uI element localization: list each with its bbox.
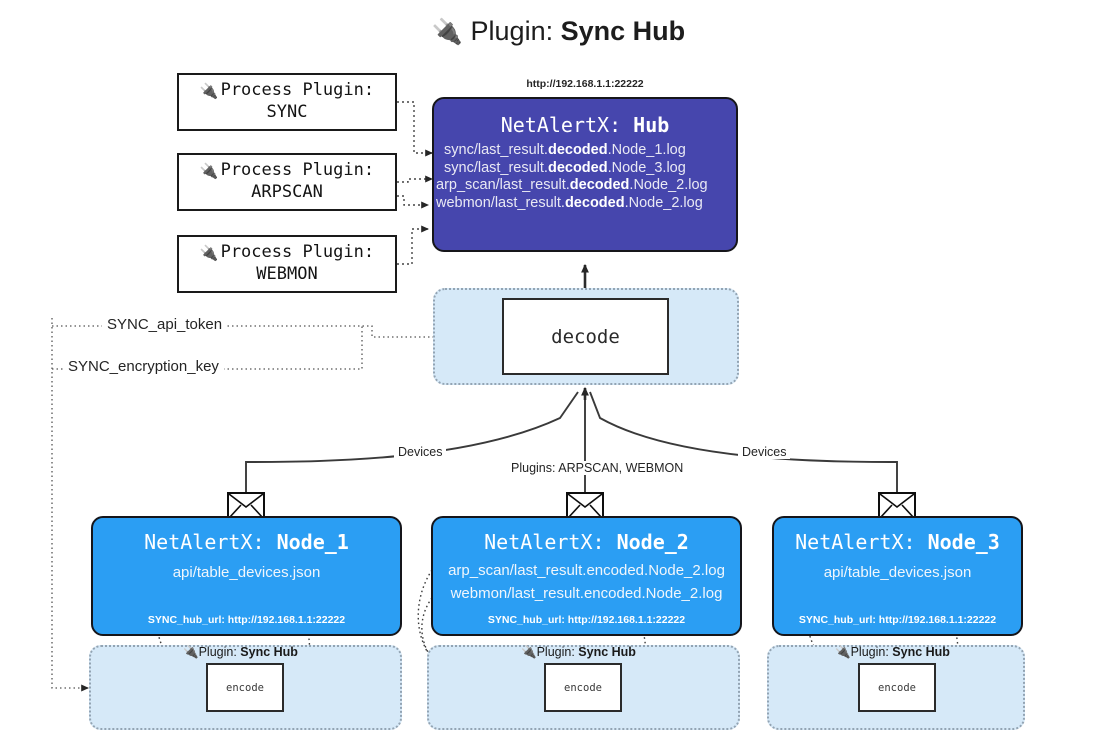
encode-box-2[interactable]: encode <box>544 663 622 712</box>
encode-label: encode <box>564 681 602 694</box>
hub-log-line: sync/last_result.decoded.Node_3.log <box>444 159 686 176</box>
sync-encryption-key-label: SYNC_encryption_key <box>63 358 224 375</box>
node-data-line: api/table_devices.json <box>823 564 972 581</box>
process-plugin-arpscan[interactable]: 🔌 Process Plugin: ARPSCAN <box>177 153 397 211</box>
node-data-line: arp_scan/last_result.encoded.Node_2.log <box>448 562 725 579</box>
plug-icon: 🔌 <box>431 18 464 46</box>
envelope-icon <box>566 492 604 520</box>
process-plugin-name: WEBMON <box>256 264 318 284</box>
node-hub-url: SYNC_hub_url: http://192.168.1.1:22222 <box>147 614 346 626</box>
process-plugin-sync[interactable]: 🔌 Process Plugin: SYNC <box>177 73 397 131</box>
edge-label-devices-right: Devices <box>738 445 791 459</box>
plug-icon: 🔌 <box>199 81 219 100</box>
node-2[interactable]: NetAlertX: Node_2 arp_scan/last_result.e… <box>431 516 742 636</box>
encode-plugin-label-1: 🔌Plugin: Sync Hub <box>183 645 298 659</box>
encode-plugin-label-3: 🔌Plugin: Sync Hub <box>835 645 950 659</box>
process-plugin-label: Process Plugin: <box>220 242 375 263</box>
hub-url-label: http://192.168.1.1:22222 <box>526 78 644 90</box>
decode-box[interactable]: decode <box>502 298 669 375</box>
encode-box-1[interactable]: encode <box>206 663 284 712</box>
process-plugin-label: Process Plugin: <box>220 80 375 101</box>
plug-icon: 🔌 <box>199 243 219 262</box>
hub-title: NetAlertX: Hub <box>434 113 736 137</box>
plug-icon: 🔌 <box>521 645 537 659</box>
node-title: NetAlertX: Node_2 <box>484 530 689 554</box>
plug-icon: 🔌 <box>183 645 199 659</box>
node-title: NetAlertX: Node_1 <box>144 530 349 554</box>
page-title-prefix: Plugin: <box>470 16 561 46</box>
sync-api-token-label: SYNC_api_token <box>102 316 228 333</box>
node-hub-url: SYNC_hub_url: http://192.168.1.1:22222 <box>798 614 997 626</box>
node-data-line: webmon/last_result.encoded.Node_2.log <box>450 585 723 602</box>
encode-label: encode <box>226 681 264 694</box>
encode-box-3[interactable]: encode <box>858 663 936 712</box>
process-plugin-webmon[interactable]: 🔌 Process Plugin: WEBMON <box>177 235 397 293</box>
node-title: NetAlertX: Node_3 <box>795 530 1000 554</box>
process-plugin-name: SYNC <box>266 102 308 122</box>
process-plugin-label: Process Plugin: <box>220 160 375 181</box>
edge-label-devices-left: Devices <box>394 445 447 459</box>
node-data-line: api/table_devices.json <box>172 564 321 581</box>
hub-log-line: arp_scan/last_result.decoded.Node_2.log <box>436 177 708 193</box>
envelope-icon <box>878 492 916 520</box>
plug-icon: 🔌 <box>835 645 851 659</box>
page-title-name: Sync Hub <box>560 16 686 46</box>
page-title: 🔌 Plugin: Sync Hub <box>0 16 1117 47</box>
process-plugin-name: ARPSCAN <box>251 182 323 202</box>
edge-label-plugins: Plugins: ARPSCAN, WEBMON <box>507 461 688 475</box>
encode-plugin-label-2: 🔌Plugin: Sync Hub <box>521 645 636 659</box>
hub-title-name: Hub <box>633 113 670 137</box>
hub-log-line: webmon/last_result.decoded.Node_2.log <box>436 194 703 211</box>
hub-title-prefix: NetAlertX: <box>500 113 634 137</box>
node-1[interactable]: NetAlertX: Node_1 api/table_devices.json… <box>91 516 402 636</box>
node-hub-url: SYNC_hub_url: http://192.168.1.1:22222 <box>487 614 686 626</box>
decode-label: decode <box>551 325 620 348</box>
envelope-icon <box>227 492 265 520</box>
hub-node[interactable]: NetAlertX: Hub sync/last_result.decoded.… <box>432 97 738 252</box>
hub-log-line: sync/last_result.decoded.Node_1.log <box>444 142 686 158</box>
plug-icon: 🔌 <box>199 161 219 180</box>
node-3[interactable]: NetAlertX: Node_3 api/table_devices.json… <box>772 516 1023 636</box>
encode-label: encode <box>878 681 916 694</box>
